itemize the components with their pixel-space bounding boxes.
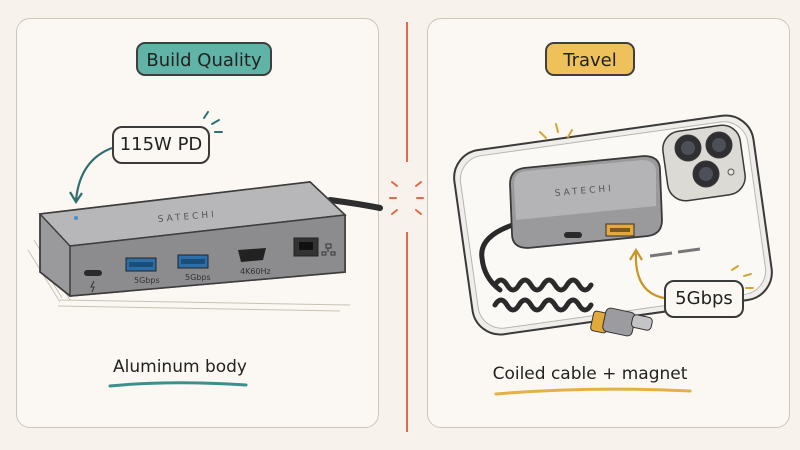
lightning-icon [90,280,95,293]
port-label-1: 5Gbps [134,276,160,285]
sparkle-icon [389,181,424,215]
travel-title: Travel [545,42,635,76]
port-label-3: 4K60Hz [240,267,271,276]
magnetic-hub-device: SATECHI [509,155,663,249]
center-divider-bottom [406,232,408,432]
network-icon [321,243,336,256]
speed-callout: 5Gbps [664,280,744,318]
status-led [74,216,78,220]
aluminum-body-caption: Aluminum body [113,357,247,377]
power-delivery-callout: 115W PD [112,126,210,164]
sparkle-icon [539,123,754,289]
caption-underline-right [494,387,692,396]
arrow-icon [634,251,665,300]
port-label-2: 5Gbps [185,273,211,282]
coiled-cable [479,217,594,313]
usbc-plug [590,307,653,337]
hub-cable [327,197,383,211]
sparkle-icon [203,111,223,133]
arrow-icon [74,146,113,201]
build-quality-title: Build Quality [136,42,272,76]
caption-underline-left [108,381,248,388]
usb-hub-device: SATECHI 5Gbps 5Gbps 4K60Hz [38,181,347,297]
coiled-cable-caption: Coiled cable + magnet [492,364,688,384]
center-divider-top [406,22,408,162]
